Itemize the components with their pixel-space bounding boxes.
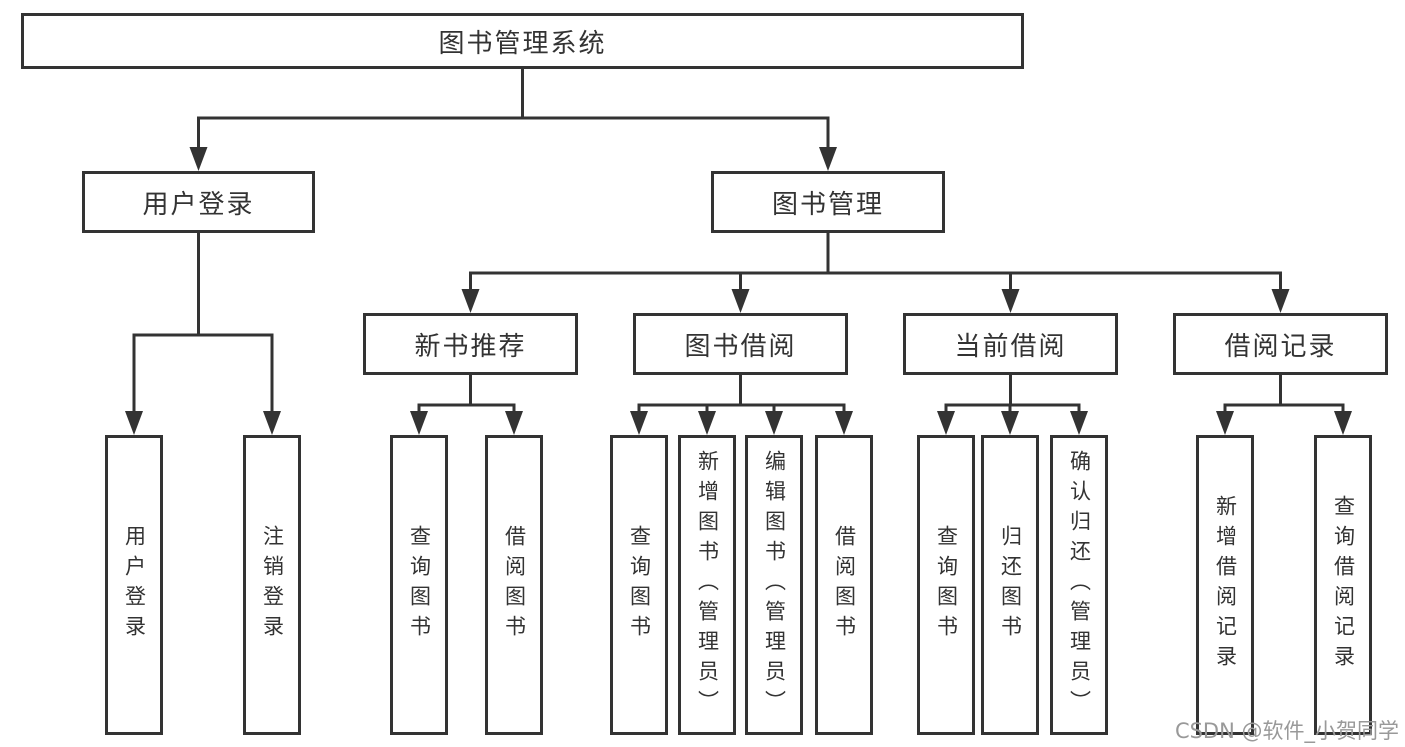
leaf-confirm-return-admin: 确认归还（管理员）	[1050, 435, 1108, 735]
arrowhead	[410, 411, 428, 435]
leaf-user-login-label: 用户登录	[122, 525, 147, 645]
node-root-label: 图书管理系统	[438, 28, 607, 59]
leaf-query-books-recommend: 查询图书	[390, 435, 448, 735]
leaf-logout: 注销登录	[243, 435, 301, 735]
leaf-borrow-books-label: 借阅图书	[832, 525, 857, 645]
leaf-return-book: 归还图书	[981, 435, 1039, 735]
arrowhead	[937, 411, 955, 435]
arrowhead	[189, 147, 208, 171]
node-borrow-records-label: 借阅记录	[1224, 331, 1337, 362]
node-current-borrow: 当前借阅	[903, 313, 1118, 375]
leaf-query-books-borrow-label: 查询图书	[627, 525, 652, 645]
leaf-add-book-admin: 新增图书（管理员）	[678, 435, 736, 735]
arrowhead	[461, 289, 480, 313]
leaf-query-books-current: 查询图书	[917, 435, 975, 735]
leaf-add-book-admin-label: 新增图书（管理员）	[695, 450, 720, 720]
leaf-query-books-recommend-label: 查询图书	[407, 525, 432, 645]
node-book-management-label: 图书管理	[771, 189, 884, 220]
arrowhead	[835, 411, 853, 435]
node-new-book-recommend: 新书推荐	[363, 313, 578, 375]
node-user-login-label: 用户登录	[142, 189, 255, 220]
leaf-add-borrow-record: 新增借阅记录	[1196, 435, 1254, 735]
arrowhead	[1070, 411, 1088, 435]
leaf-add-borrow-record-label: 新增借阅记录	[1213, 495, 1238, 675]
node-book-borrow: 图书借阅	[633, 313, 848, 375]
arrowhead	[505, 411, 523, 435]
leaf-confirm-return-admin-label: 确认归还（管理员）	[1067, 450, 1092, 720]
leaf-query-books-borrow: 查询图书	[610, 435, 668, 735]
arrowhead	[731, 289, 750, 313]
node-user-login: 用户登录	[82, 171, 315, 233]
leaf-query-borrow-record: 查询借阅记录	[1314, 435, 1372, 735]
leaf-return-book-label: 归还图书	[998, 525, 1023, 645]
leaf-borrow-books-recommend: 借阅图书	[485, 435, 543, 735]
arrowhead	[765, 411, 783, 435]
leaf-user-login: 用户登录	[105, 435, 163, 735]
arrowhead	[630, 411, 648, 435]
arrowhead	[698, 411, 716, 435]
arrowhead	[125, 411, 143, 435]
leaf-query-borrow-record-label: 查询借阅记录	[1331, 495, 1356, 675]
node-book-borrow-label: 图书借阅	[684, 331, 797, 362]
arrowhead	[819, 147, 837, 171]
node-book-management: 图书管理	[711, 171, 945, 233]
arrowhead	[1334, 411, 1352, 435]
leaf-logout-label: 注销登录	[260, 525, 285, 645]
arrowhead	[1271, 289, 1290, 313]
leaf-borrow-books: 借阅图书	[815, 435, 873, 735]
node-new-book-recommend-label: 新书推荐	[414, 331, 527, 362]
leaf-edit-book-admin-label: 编辑图书（管理员）	[762, 450, 787, 720]
arrowhead	[1001, 289, 1020, 313]
node-root: 图书管理系统	[21, 13, 1024, 69]
node-borrow-records: 借阅记录	[1173, 313, 1388, 375]
node-current-borrow-label: 当前借阅	[954, 331, 1067, 362]
leaf-borrow-books-recommend-label: 借阅图书	[502, 525, 527, 645]
watermark: CSDN @软件_小贺同学	[1174, 719, 1399, 743]
arrowhead	[1216, 411, 1234, 435]
arrowhead	[263, 411, 281, 435]
arrowhead	[1001, 411, 1019, 435]
leaf-edit-book-admin: 编辑图书（管理员）	[745, 435, 803, 735]
leaf-query-books-current-label: 查询图书	[934, 525, 959, 645]
